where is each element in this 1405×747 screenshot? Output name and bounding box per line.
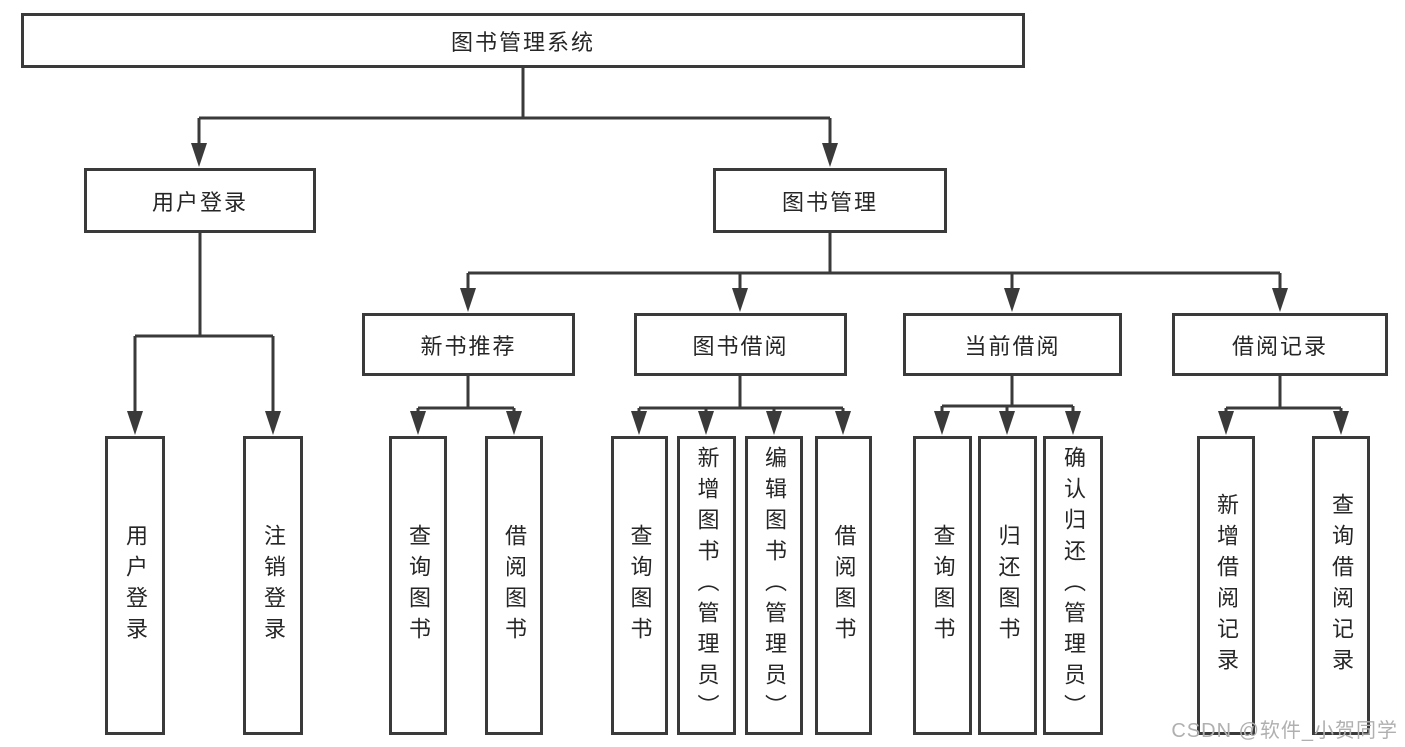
leaf-label: 查询图书 <box>627 523 653 648</box>
node-label: 图书借阅 <box>692 333 789 359</box>
leaf-label: 查询图书 <box>930 523 956 648</box>
node-user-login: 用户登录 <box>84 168 316 233</box>
node-label: 新书推荐 <box>420 333 517 359</box>
node-label: 用户登录 <box>151 189 248 215</box>
leaf-query-books-recommend: 查询图书 <box>389 436 447 735</box>
leaf-label: 查询图书 <box>406 523 431 648</box>
leaf-edit-books-admin: 编辑图书（管理员） <box>745 436 803 735</box>
leaf-label: 借阅图书 <box>831 523 857 648</box>
leaf-label: 借阅图书 <box>502 523 527 648</box>
leaf-label: 归还图书 <box>995 523 1021 648</box>
leaf-add-borrow-record: 新增借阅记录 <box>1197 436 1255 735</box>
leaf-label: 用户登录 <box>123 523 148 648</box>
leaf-label: 查询借阅记录 <box>1329 492 1354 679</box>
leaf-label: 新增借阅记录 <box>1214 492 1239 679</box>
leaf-query-books-borrowing: 查询图书 <box>611 436 668 735</box>
leaf-return-books: 归还图书 <box>978 436 1037 735</box>
leaf-query-books-current: 查询图书 <box>913 436 972 735</box>
leaf-label: 编辑图书（管理员） <box>762 446 787 725</box>
leaf-logout: 注销登录 <box>243 436 303 735</box>
leaf-query-borrow-record: 查询借阅记录 <box>1312 436 1370 735</box>
leaf-add-books-admin: 新增图书（管理员） <box>677 436 736 735</box>
node-current-borrowing: 当前借阅 <box>903 313 1122 376</box>
leaf-label: 确认归还（管理员） <box>1061 446 1086 725</box>
leaf-confirm-return-admin: 确认归还（管理员） <box>1043 436 1103 735</box>
node-label: 图书管理 <box>781 189 878 215</box>
leaf-label: 新增图书（管理员） <box>694 446 720 725</box>
node-library-management-system: 图书管理系统 <box>21 13 1025 68</box>
node-book-management: 图书管理 <box>713 168 947 233</box>
leaf-label: 注销登录 <box>261 523 286 648</box>
node-label: 当前借阅 <box>964 333 1061 359</box>
csdn-watermark: CSDN @软件_小贺同学 <box>1171 720 1398 742</box>
leaf-borrow-books-recommend: 借阅图书 <box>485 436 543 735</box>
node-label: 借阅记录 <box>1231 333 1328 359</box>
leaf-borrow-books-borrowing: 借阅图书 <box>815 436 872 735</box>
node-borrowing-records: 借阅记录 <box>1172 313 1388 376</box>
node-label: 图书管理系统 <box>450 29 595 55</box>
node-book-borrowing: 图书借阅 <box>634 313 847 376</box>
leaf-user-login: 用户登录 <box>105 436 165 735</box>
node-new-book-recommendation: 新书推荐 <box>362 313 575 376</box>
